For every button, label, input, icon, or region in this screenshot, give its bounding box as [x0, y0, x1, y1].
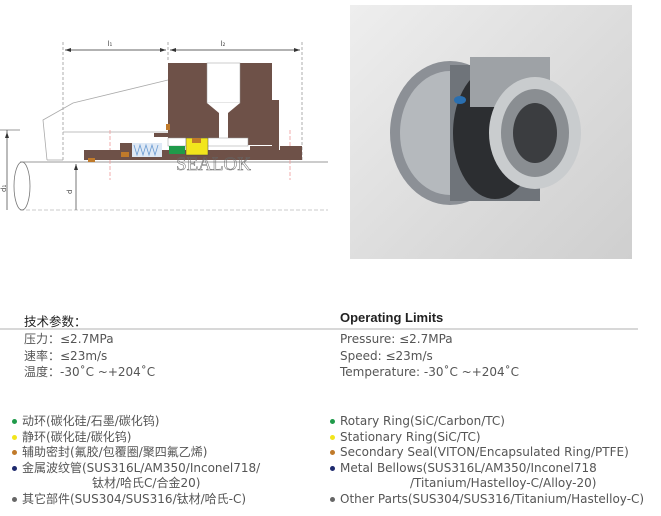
en-materials: Rotary Ring(SiC/Carbon/TC) Stationary Ri…	[330, 414, 644, 508]
bullet-icon	[330, 497, 335, 503]
bullet-icon	[12, 419, 17, 425]
seal-cross-section-drawing: l₁ l₂ d₁ d SEALOK	[0, 40, 328, 211]
watermark: SEALOK	[176, 154, 251, 175]
cn-temperature: 温度：-30˚C ~+204˚C	[24, 365, 156, 379]
cn-speed: 速率：≤23m/s	[24, 348, 108, 363]
cn-params: 压力：≤2.7MPa 速率：≤23m/s 温度：-30˚C ~+204˚C	[24, 331, 155, 381]
cn-material-metal-bellows: 金属波纹管(SUS316L/AM350/Inconel718/	[12, 461, 260, 477]
cn-divider	[0, 328, 330, 330]
en-params: Pressure: ≤2.7MPa Speed: ≤23m/s Temperat…	[340, 331, 519, 381]
cn-material-other-parts: 其它部件(SUS304/SUS316/钛材/哈氏-C)	[12, 492, 260, 508]
en-section-title: Operating Limits	[340, 310, 444, 325]
en-temperature: Temperature: -30˚C ~+204˚C	[340, 365, 520, 379]
dim-d-label: d	[66, 190, 74, 194]
bullet-icon	[12, 434, 17, 440]
dim-l1-label: l₁	[108, 40, 113, 48]
cn-material-stationary-ring: 静环(碳化硅/碳化钨)	[12, 430, 260, 446]
bullet-icon	[330, 466, 335, 472]
cn-section-title: 技术参数：	[24, 314, 87, 329]
en-material-secondary-seal: Secondary Seal(VITON/Encapsulated Ring/P…	[330, 445, 644, 461]
en-divider	[330, 328, 638, 330]
cn-material-metal-bellows-cont: 钛材/哈氏C/合金20)	[92, 476, 201, 491]
cn-material-secondary-seal: 辅助密封(氟胶/包覆圈/聚四氟乙烯)	[12, 445, 260, 461]
bullet-icon	[12, 466, 17, 472]
cartridge-seal-image	[390, 57, 581, 205]
dim-d1-label: d₁	[0, 185, 8, 192]
bullet-icon	[330, 450, 335, 456]
bullet-icon	[12, 497, 17, 503]
en-material-metal-bellows-cont: /Titanium/Hastelloy-C/Alloy-20)	[410, 476, 597, 491]
bullet-icon	[330, 419, 335, 425]
cn-pressure: 压力：≤2.7MPa	[24, 332, 114, 346]
product-photo	[350, 5, 632, 259]
en-material-metal-bellows: Metal Bellows(SUS316L/AM350/Inconel718	[330, 461, 644, 477]
en-material-other-parts: Other Parts(SUS304/SUS316/Titanium/Haste…	[330, 492, 644, 508]
bullet-icon	[330, 434, 335, 440]
en-material-rotary-ring: Rotary Ring(SiC/Carbon/TC)	[330, 414, 644, 430]
bullet-icon	[12, 450, 17, 456]
en-speed: Speed: ≤23m/s	[340, 348, 433, 363]
en-pressure: Pressure: ≤2.7MPa	[340, 332, 453, 346]
en-material-stationary-ring: Stationary Ring(SiC/TC)	[330, 430, 644, 446]
cn-material-rotary-ring: 动环(碳化硅/石墨/碳化钨)	[12, 414, 260, 430]
cn-materials: 动环(碳化硅/石墨/碳化钨) 静环(碳化硅/碳化钨) 辅助密封(氟胶/包覆圈/聚…	[12, 414, 260, 508]
dim-l2-label: l₂	[221, 40, 226, 48]
